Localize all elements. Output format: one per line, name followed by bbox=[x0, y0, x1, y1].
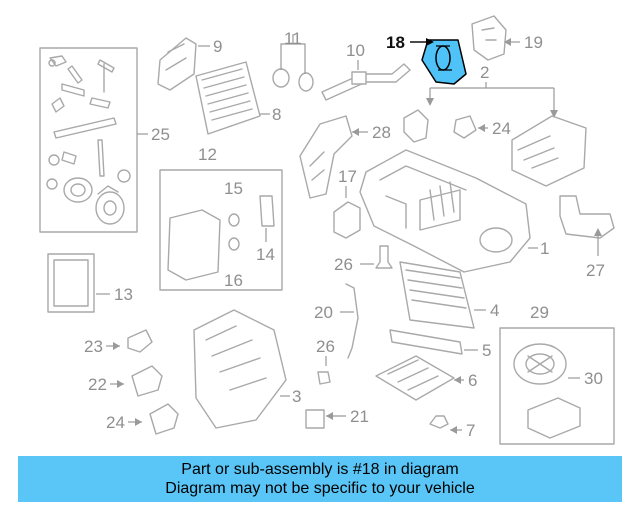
arrow-28-icon bbox=[594, 228, 602, 236]
part-16 bbox=[228, 237, 240, 251]
banner-line-1: Part or sub-assembly is #18 in diagram bbox=[181, 461, 459, 478]
callout-23[interactable]: 23 bbox=[84, 337, 103, 356]
arrow-21-icon bbox=[326, 412, 333, 420]
callout-12[interactable]: 12 bbox=[198, 145, 217, 164]
callout-2[interactable]: 2 bbox=[480, 63, 489, 82]
arrow-24b-icon bbox=[135, 418, 142, 426]
arrow-29-icon bbox=[352, 128, 359, 136]
callout-13[interactable]: 13 bbox=[114, 285, 133, 304]
callout-28[interactable]: 27 bbox=[586, 261, 605, 280]
parts-diagram: 25 9 8 11 10 18 19 2 bbox=[39, 15, 615, 445]
callout-5[interactable]: 5 bbox=[482, 341, 491, 360]
callout-31[interactable]: 30 bbox=[584, 369, 603, 388]
part-11 bbox=[272, 34, 314, 92]
callout-15[interactable]: 15 bbox=[224, 179, 243, 198]
part-28 bbox=[559, 195, 615, 239]
part-29 bbox=[299, 115, 353, 199]
part-17 bbox=[333, 201, 361, 239]
part-15 bbox=[228, 213, 240, 227]
callout-6[interactable]: 6 bbox=[468, 371, 477, 390]
part-5 bbox=[389, 329, 463, 355]
part-2-clip bbox=[403, 109, 429, 143]
banner-line-2: Diagram may not be specific to your vehi… bbox=[165, 480, 475, 497]
callout-14[interactable]: 14 bbox=[256, 245, 275, 264]
arrow-22-icon bbox=[117, 380, 124, 388]
callout-17[interactable]: 17 bbox=[338, 167, 357, 186]
callout-7[interactable]: 7 bbox=[466, 421, 475, 440]
part-27 bbox=[375, 245, 393, 269]
part-18-highlighted[interactable] bbox=[421, 39, 467, 85]
part-9 bbox=[157, 37, 197, 91]
part-13 bbox=[47, 253, 95, 313]
part-3 bbox=[193, 309, 287, 429]
callout-18[interactable]: 18 bbox=[386, 33, 405, 52]
part-31 bbox=[527, 397, 581, 439]
part-25-group bbox=[39, 47, 138, 233]
part-1 bbox=[359, 149, 531, 273]
callout-29[interactable]: 28 bbox=[372, 123, 391, 142]
part-21 bbox=[305, 409, 325, 429]
arrow-6-icon bbox=[454, 376, 461, 384]
part-24-bottom bbox=[149, 403, 179, 435]
part-20 bbox=[345, 283, 359, 359]
arrow-18-icon bbox=[426, 38, 434, 46]
arrow-2-icons bbox=[426, 98, 558, 118]
part-24-top bbox=[453, 115, 477, 139]
callout-10[interactable]: 10 bbox=[346, 41, 365, 60]
callout-8[interactable]: 8 bbox=[272, 105, 281, 124]
callout-24-top[interactable]: 24 bbox=[492, 119, 511, 138]
part-10 bbox=[321, 63, 411, 101]
part-12-box bbox=[159, 169, 283, 291]
info-banner: Part or sub-assembly is #18 in diagram D… bbox=[18, 456, 622, 502]
callout-4[interactable]: 4 bbox=[490, 301, 499, 320]
part-30-blower bbox=[513, 343, 567, 385]
part-30-box bbox=[499, 327, 615, 445]
part-19 bbox=[471, 15, 507, 61]
part-7 bbox=[429, 415, 449, 429]
part-8 bbox=[195, 61, 261, 135]
callout-27[interactable]: 26 bbox=[334, 255, 353, 274]
callout-16[interactable]: 16 bbox=[224, 271, 243, 290]
part-2-duct bbox=[511, 115, 587, 187]
callout-20[interactable]: 20 bbox=[314, 303, 333, 322]
part-6 bbox=[375, 355, 455, 401]
callout-21[interactable]: 21 bbox=[350, 407, 369, 426]
part-22 bbox=[131, 365, 163, 397]
part-14 bbox=[259, 195, 275, 227]
callout-25[interactable]: 25 bbox=[151, 125, 170, 144]
callout-24-bottom[interactable]: 24 bbox=[106, 413, 125, 432]
callout-19[interactable]: 19 bbox=[524, 33, 543, 52]
part-26 bbox=[317, 371, 331, 385]
callout-30[interactable]: 29 bbox=[530, 303, 549, 322]
arrow-24-icon bbox=[478, 124, 485, 132]
callout-26[interactable]: 26 bbox=[316, 337, 335, 356]
arrow-19-icon bbox=[504, 38, 511, 46]
part-12-drier bbox=[167, 209, 221, 281]
callout-1[interactable]: 1 bbox=[540, 239, 549, 258]
callout-11[interactable]: 11 bbox=[284, 29, 302, 48]
arrow-7-icon bbox=[450, 426, 457, 434]
leader-2 bbox=[429, 82, 555, 110]
callout-22[interactable]: 22 bbox=[88, 375, 107, 394]
callout-9[interactable]: 9 bbox=[213, 37, 222, 56]
arrow-23-icon bbox=[113, 342, 120, 350]
part-23 bbox=[127, 329, 153, 353]
callout-3[interactable]: 3 bbox=[292, 387, 301, 406]
part-4 bbox=[399, 261, 475, 329]
